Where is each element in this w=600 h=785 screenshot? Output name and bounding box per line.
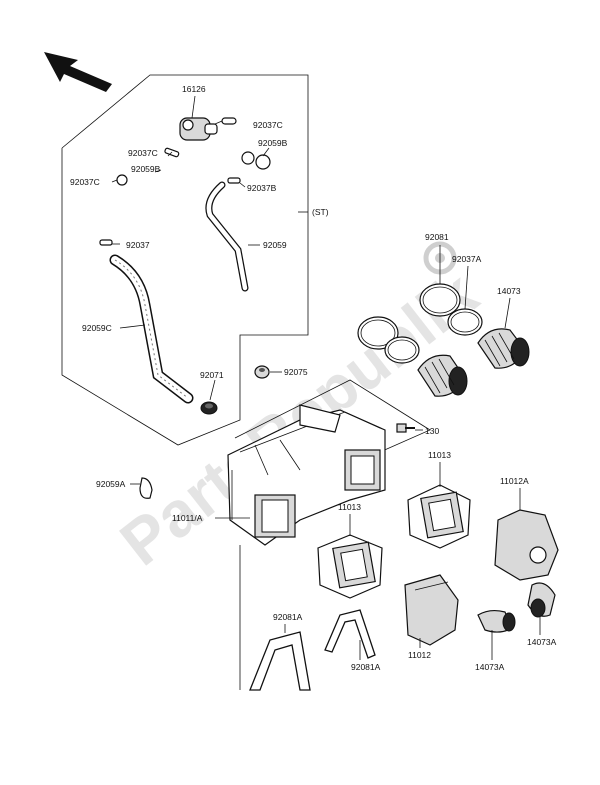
grommet-92075 — [254, 365, 270, 379]
clamp-92081-a — [419, 283, 461, 317]
label-11012A: 11012A — [500, 476, 529, 486]
clip-92037C-far-left — [116, 174, 128, 186]
label-92037: 92037 — [126, 240, 150, 250]
label-92037A: 92037A — [452, 254, 482, 264]
screw-130 — [396, 423, 415, 433]
label-92059B-right: 92059B — [258, 138, 288, 148]
label-11013-lower: 11013 — [338, 502, 361, 512]
label-130: 130 — [425, 426, 439, 436]
hose-92059B-left — [132, 165, 168, 189]
label-92037C-left: 92037C — [70, 177, 100, 187]
label-92081: 92081 — [425, 232, 449, 242]
wire-clip-92081A-a — [249, 631, 311, 691]
duct-11013-lower — [317, 534, 383, 599]
clip-92037C-upper — [221, 117, 237, 125]
hose-92059 — [205, 181, 249, 292]
label-92037C-upper: 92037C — [253, 120, 283, 130]
fitting-92059A — [139, 477, 153, 499]
clamp-92081-b — [357, 316, 399, 350]
duct-11013-upper — [407, 484, 471, 549]
wire-clip-92081A-b — [324, 609, 376, 659]
label-14073: 14073 — [497, 286, 521, 296]
label-92075: 92075 — [284, 367, 308, 377]
breather-valve-16126 — [179, 117, 218, 141]
boot-14073-a — [477, 328, 530, 369]
cover-11012A — [494, 509, 559, 581]
clamp-92037A-a — [447, 308, 483, 336]
label-92059B-left: 92059B — [131, 164, 161, 174]
hose-92059C — [109, 254, 194, 404]
clip-92037 — [99, 239, 113, 246]
label-92059C: 92059C — [82, 323, 112, 333]
label-92037C-mid: 92037C — [128, 148, 158, 158]
clamp-92037A-b — [384, 336, 420, 364]
label-11013-upper: 11013 — [428, 450, 451, 460]
label-92081A-right: 92081A — [351, 662, 381, 672]
front-arrow-icon — [44, 52, 112, 92]
grommet-92071 — [200, 401, 218, 415]
cover-11012 — [404, 574, 459, 646]
label-14073A-right: 14073A — [527, 637, 557, 647]
breather-group-outline — [61, 74, 309, 446]
elbow-14073A-a — [477, 609, 516, 633]
label-92071: 92071 — [200, 370, 224, 380]
elbow-14073A-b — [527, 582, 556, 618]
label-92059: 92059 — [263, 240, 287, 250]
label-92037B: 92037B — [247, 183, 277, 193]
label-92081A-left: 92081A — [273, 612, 303, 622]
leader-lines — [111, 120, 541, 690]
label-11012: 11012 — [408, 650, 431, 660]
boot-14073-b — [417, 354, 468, 397]
part-labels: 16126 92037C 92037C 92037C 92059B 92059B… — [70, 84, 557, 672]
label-14073A-left: 14073A — [475, 662, 505, 672]
label-st: (ST) — [312, 207, 329, 217]
airbox-11011A — [227, 404, 386, 546]
clip-92037B — [227, 177, 241, 184]
label-16126: 16126 — [182, 84, 206, 94]
label-11011A: 11011/A — [172, 513, 203, 523]
hose-92059B-right — [241, 151, 271, 170]
label-92059A: 92059A — [96, 479, 126, 489]
airbox-group-outline — [234, 379, 431, 453]
